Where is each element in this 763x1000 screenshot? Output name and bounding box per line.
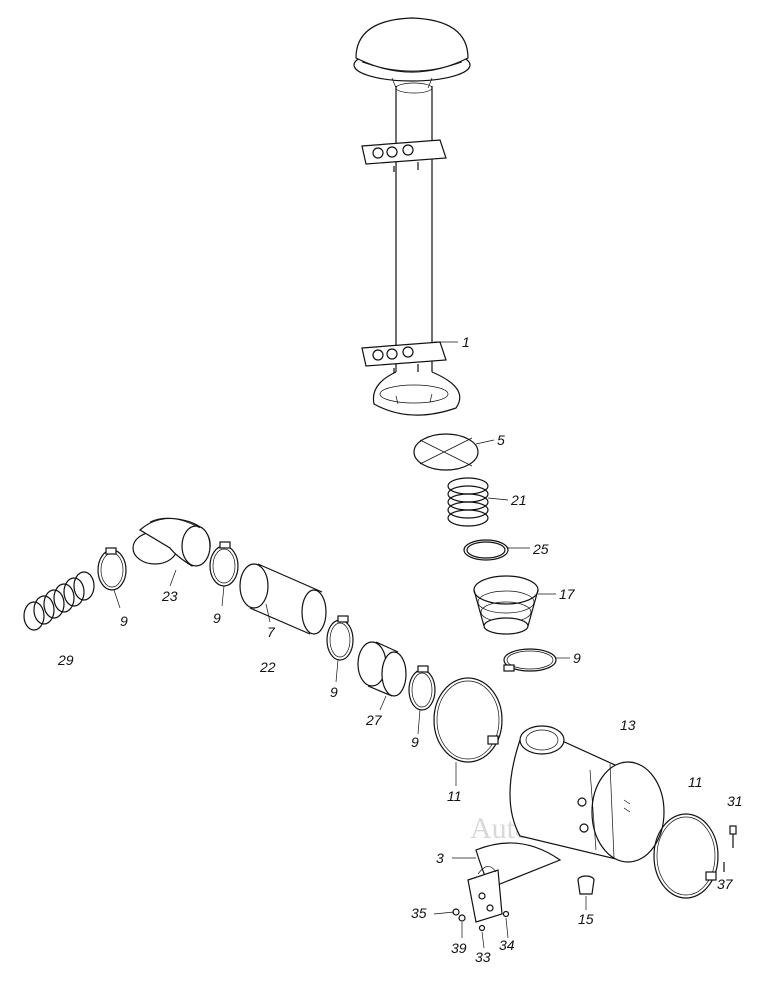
callout-3: 3	[436, 850, 444, 866]
part-23-elbow	[132, 517, 211, 567]
part-29-flexible-hose	[23, 571, 95, 631]
part-17-bellows-sleeve	[473, 575, 539, 635]
part-15-drain-valve	[577, 875, 595, 895]
callout-11-left: 11	[447, 788, 462, 804]
callout-31: 31	[727, 793, 743, 809]
callout-7: 7	[267, 624, 276, 640]
leader-lines	[113, 341, 587, 949]
callout-15: 15	[578, 911, 594, 927]
part-9-hose-clamp-a	[503, 648, 557, 672]
part-9-hose-clamp-e	[408, 665, 436, 711]
part-7-22-straight-hose	[239, 563, 327, 635]
callout-35: 35	[411, 905, 427, 921]
callout-9-e: 9	[411, 734, 419, 750]
part-9-hose-clamp-d	[326, 615, 354, 661]
part-13-air-filter-housing	[509, 725, 665, 863]
part-5-mesh-screen	[413, 433, 479, 471]
callout-9-d: 9	[330, 684, 338, 700]
part-34-screw	[502, 910, 510, 918]
part-25-ring	[463, 539, 509, 561]
callout-39: 39	[451, 940, 467, 956]
callout-11-right: 11	[688, 774, 703, 790]
part-21-spring	[447, 477, 489, 527]
mounting-bracket	[467, 866, 503, 923]
callout-5: 5	[497, 432, 505, 448]
part-27-coupling	[357, 641, 407, 697]
callout-1: 1	[462, 334, 470, 350]
callout-37: 37	[717, 876, 734, 892]
part-39-nut	[458, 914, 466, 922]
callout-22: 22	[259, 659, 276, 675]
callout-34: 34	[499, 937, 515, 953]
callout-33: 33	[475, 949, 491, 965]
part-33-screw	[478, 924, 486, 932]
part-31-bolt	[729, 825, 737, 848]
callout-29: 29	[57, 652, 74, 668]
callout-9-b: 9	[120, 613, 128, 629]
callout-21: 21	[510, 492, 527, 508]
part-1-intake-pipe	[353, 17, 471, 416]
callout-25: 25	[532, 541, 549, 557]
part-9-hose-clamp-c	[209, 541, 239, 587]
callout-labels: 1 5 21 25 17 9 13 11 31 37 23 9 9 7 22 2…	[57, 334, 743, 965]
callout-23: 23	[161, 588, 178, 604]
callout-13: 13	[620, 717, 636, 733]
callout-9-a: 9	[573, 650, 581, 666]
part-11-band-clamp-right	[653, 813, 719, 899]
callout-17: 17	[559, 586, 576, 602]
callout-9-c: 9	[213, 610, 221, 626]
part-11-band-clamp-left	[433, 677, 503, 763]
callout-27: 27	[365, 712, 383, 728]
part-9-hose-clamp-b	[97, 547, 127, 591]
